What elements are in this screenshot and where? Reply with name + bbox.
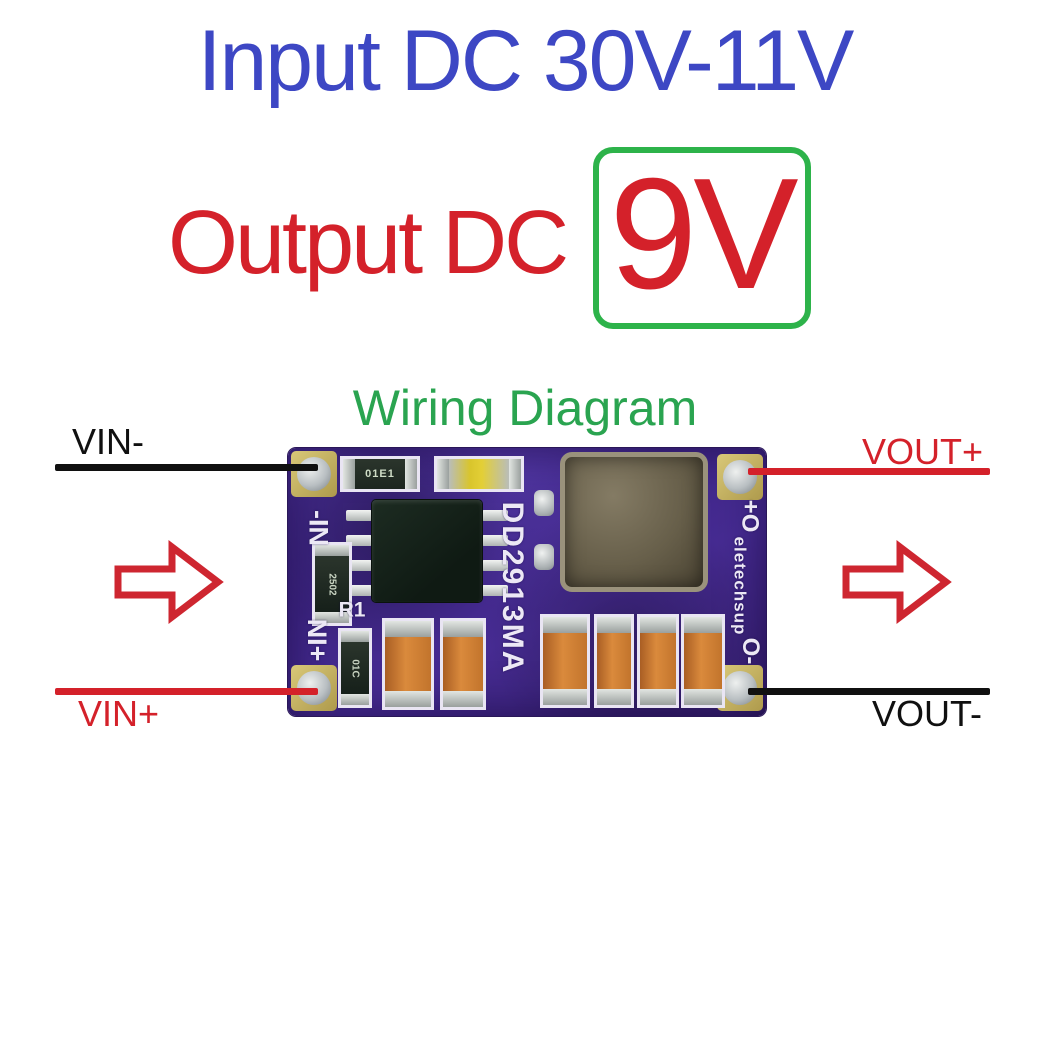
vout-minus-wire xyxy=(748,688,990,695)
output-spec-label: Output DC xyxy=(168,193,569,293)
terminal-label-vout-plus: VOUT+ xyxy=(862,431,984,472)
resistor-code: 01E1 xyxy=(355,459,405,489)
output-capacitor xyxy=(681,614,725,708)
silkscreen-r1: R1 xyxy=(338,598,366,622)
input-capacitor xyxy=(382,618,434,710)
solder-joint xyxy=(723,460,757,494)
solder-blob xyxy=(534,544,554,570)
ic-lead xyxy=(346,585,372,596)
ic-lead xyxy=(482,510,508,521)
brand-label: eletechsup xyxy=(730,536,750,636)
input-spec-title: Input DC 30V-11V xyxy=(197,13,855,109)
output-voltage-box: 9V xyxy=(593,147,811,329)
pcb-module-photo: -IN +IN O+ O- DD2913MA eletechsup R1 01E… xyxy=(288,448,766,716)
pad-out-plus xyxy=(717,454,763,500)
ic-lead xyxy=(346,510,372,521)
silkscreen-out-plus: O+ xyxy=(738,499,765,533)
terminal-label-vin-minus: VIN- xyxy=(72,421,144,462)
input-flow-arrow-icon xyxy=(114,539,224,625)
ic-lead xyxy=(346,535,372,546)
silkscreen-out-minus: O- xyxy=(737,637,764,665)
solder-blob xyxy=(534,490,554,516)
wiring-diagram-title: Wiring Diagram xyxy=(352,380,698,436)
part-number-label: DD2913MA xyxy=(496,501,529,675)
output-capacitor xyxy=(637,614,679,708)
pad-in-minus xyxy=(291,451,337,497)
output-capacitor xyxy=(540,614,590,708)
solder-joint xyxy=(297,457,331,491)
silkscreen-in-plus: +IN xyxy=(302,618,333,662)
vin-plus-wire xyxy=(55,688,318,695)
resistor2-code: 2502 xyxy=(326,572,338,596)
silkscreen-in-minus: -IN xyxy=(303,510,334,546)
terminal-label-vin-plus: VIN+ xyxy=(78,693,160,734)
vout-plus-wire xyxy=(748,468,990,475)
ic-lead xyxy=(482,585,508,596)
regulator-ic-chip xyxy=(372,500,482,602)
resistor-r1: 01E1 xyxy=(340,456,420,492)
status-led xyxy=(434,456,524,492)
feedback-resistor: 2502 xyxy=(312,542,352,626)
diode-code: 01C xyxy=(349,658,361,678)
output-flow-arrow-icon xyxy=(842,539,952,625)
ic-lead xyxy=(482,560,508,571)
terminal-label-vout-minus: VOUT- xyxy=(872,693,983,734)
ic-lead xyxy=(482,535,508,546)
ic-lead xyxy=(346,560,372,571)
power-inductor xyxy=(560,452,708,592)
output-capacitor xyxy=(594,614,634,708)
diode: 01C xyxy=(338,628,372,708)
input-capacitor xyxy=(440,618,486,710)
output-voltage-value: 9V xyxy=(609,146,798,322)
vin-minus-wire xyxy=(55,464,318,471)
